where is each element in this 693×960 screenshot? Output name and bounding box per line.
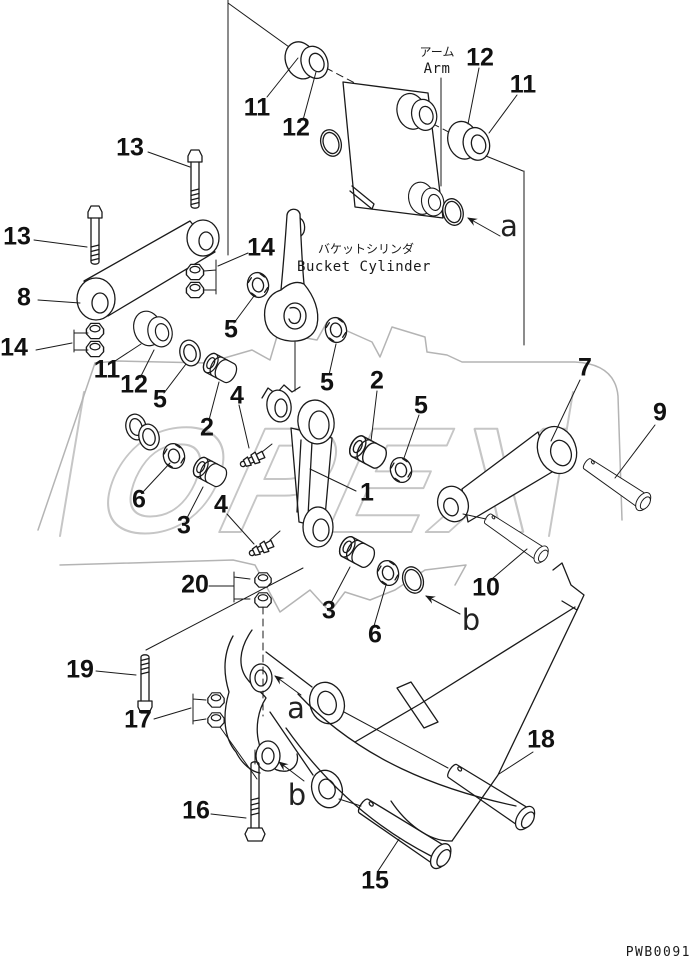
view-arrows: [274, 217, 501, 782]
collar-11-12-mid: [129, 305, 177, 354]
ring-5-a: [244, 269, 272, 301]
bolt-13-b: [87, 205, 103, 265]
ring-5-c: [176, 337, 204, 369]
arm-label-jp: アーム: [420, 45, 455, 59]
arm-label-en: Arm: [424, 61, 451, 77]
bucket-cylinder: [263, 208, 319, 392]
link-7: [436, 425, 578, 523]
ring-5-b: [322, 314, 350, 346]
bucket-cylinder-label-jp: バケットシリンダ: [318, 241, 414, 256]
pin-15: [352, 792, 457, 874]
link-8: [76, 219, 220, 321]
bolt-13-a: [187, 149, 203, 209]
section-frame: [227, 0, 525, 346]
nuts-17-20: [207, 572, 272, 728]
bolt-19: [137, 654, 153, 714]
pin-18: [442, 757, 540, 835]
plate-code: PWB0091: [626, 945, 691, 960]
torn-boundary: [37, 321, 623, 613]
collar-11-12-left: [279, 32, 334, 89]
arm-plate: [316, 81, 467, 229]
bolt-16: [244, 749, 266, 842]
bucket-cylinder-label-en: Bucket Cylinder: [297, 259, 431, 275]
bushing-2-a: [199, 350, 241, 386]
washer-b: [398, 563, 428, 597]
pin-9: [579, 453, 655, 515]
link-1: [261, 384, 335, 548]
leader-lines: [33, 57, 656, 872]
